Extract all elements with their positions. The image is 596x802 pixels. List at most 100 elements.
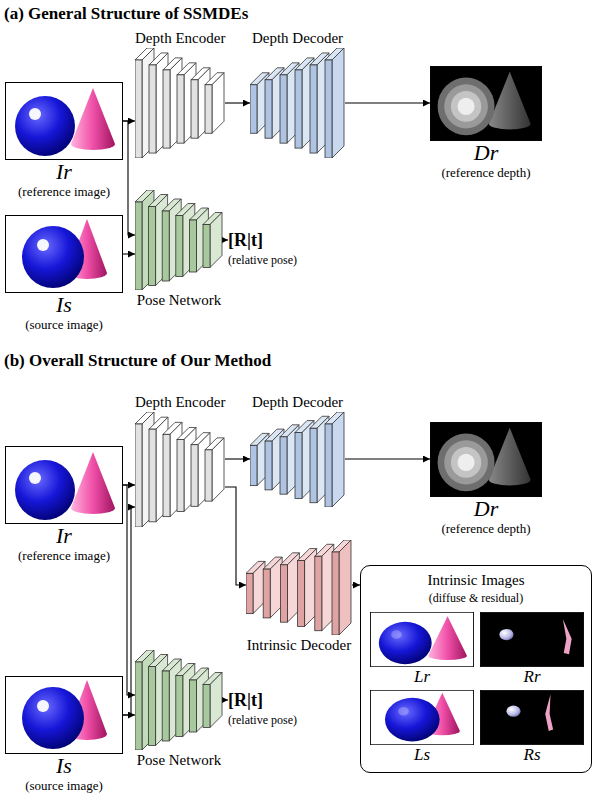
layer-slab [315,544,334,630]
scene-image [5,446,123,524]
flow-arrow [345,458,430,459]
depth-ring [458,454,475,471]
specular-highlight [398,707,409,715]
node-title: Is [5,754,123,778]
intrinsic-image: Ls [370,690,474,765]
node-title: Rs [480,745,584,765]
scene-image [430,66,542,141]
node-subtitle: (source image) [5,317,123,333]
flow-arrow [123,714,135,715]
depth-ring [451,91,481,122]
layer-slab [280,553,299,622]
node-title: Depth Encoder [135,28,225,48]
node-title: Rr [480,667,584,687]
sphere-shape [385,698,440,742]
residual-highlight [506,706,520,717]
layer-slab [325,412,344,507]
layer-slab [325,48,344,158]
scene-image [370,612,474,667]
node-subtitle: (diffuse & residual) [361,590,591,606]
image-node: Dr(reference depth) [430,66,542,181]
flow-arrow [225,487,246,585]
cone-shape [71,452,115,514]
image-frame [6,216,123,293]
network-block: Depth Encoder [135,392,225,527]
flow-arrow [223,699,228,700]
node-title: Ir [5,160,123,184]
node-title: Dr [430,497,542,521]
depth-ring [444,84,488,128]
layer-slab [203,213,222,268]
sphere-shape [379,622,432,664]
node-title: Is [5,293,123,317]
layer-stack [135,412,225,527]
depth-ring [444,440,488,484]
flow-arrow [123,507,135,715]
node-title: Lr [370,667,474,687]
depth-ring [451,447,481,478]
scene-image [430,422,542,497]
image-node: Is(source image) [5,676,123,794]
image-frame [430,422,541,496]
node-title: Intrinsic Decoder [246,635,352,655]
scene-image [480,690,584,745]
flow-arrow [223,239,228,240]
panel-title: (b) Overall Structure of Our Method [4,350,271,372]
image-node: Ir(reference image) [5,446,123,564]
node-subtitle: (relative pose) [228,252,328,268]
scene-image [480,612,584,667]
residual-sliver [563,619,572,654]
intrinsic-image: Rs [480,690,584,765]
sphere-shape [22,226,84,288]
depth-ring [438,78,495,136]
depth-ring [458,98,475,115]
layer-slab [263,557,282,618]
image-node: Dr(reference depth) [430,422,542,537]
scene-image [5,215,123,293]
specular-highlight [391,630,402,638]
node-title: [R|t] [228,228,328,252]
node-title: [R|t] [228,688,328,712]
node-subtitle: (reference image) [5,548,123,564]
node-title: Pose Network [135,750,223,770]
layer-stack [250,48,345,158]
specular-highlight [29,472,41,484]
node-subtitle: (reference image) [5,184,123,200]
specular-highlight [37,700,49,712]
node-title: Intrinsic Images [361,570,591,590]
layer-slab [246,561,265,613]
image-frame [480,690,583,744]
node-title: Dr [430,141,542,165]
layer-stack [135,190,223,290]
flow-arrow [225,458,250,459]
image-frame [6,447,123,524]
node-subtitle: (relative pose) [228,712,328,728]
cone-shape [489,72,531,130]
image-node: Ir(reference image) [5,82,123,200]
node-title: Depth Decoder [250,28,345,48]
intrinsic-group: Intrinsic Images(diffuse & residual) Lr Rr… [360,565,592,773]
cone-shape [71,88,115,150]
image-frame [480,612,583,666]
image-frame [430,66,541,140]
output-node: [R|t](relative pose) [228,228,328,268]
flow-arrow [123,253,135,254]
network-block: Depth Encoder [135,28,225,158]
layer-slab [332,540,351,635]
layer-slab [205,73,224,134]
cone-shape [428,616,467,660]
output-node: [R|t](relative pose) [228,688,328,728]
image-frame [370,612,473,666]
node-subtitle: (source image) [5,778,123,794]
depth-ring [438,434,495,492]
scene-image [370,690,474,745]
flow-arrow [123,485,135,695]
residual-sliver [545,694,553,731]
network-block: Intrinsic Decoder [246,540,352,655]
node-title: Depth Decoder [250,392,345,412]
network-block: Depth Decoder [250,392,345,507]
layer-slab [205,438,224,501]
network-block: Pose Network [135,650,223,770]
flow-arrow [345,102,430,103]
sphere-shape [15,96,75,156]
